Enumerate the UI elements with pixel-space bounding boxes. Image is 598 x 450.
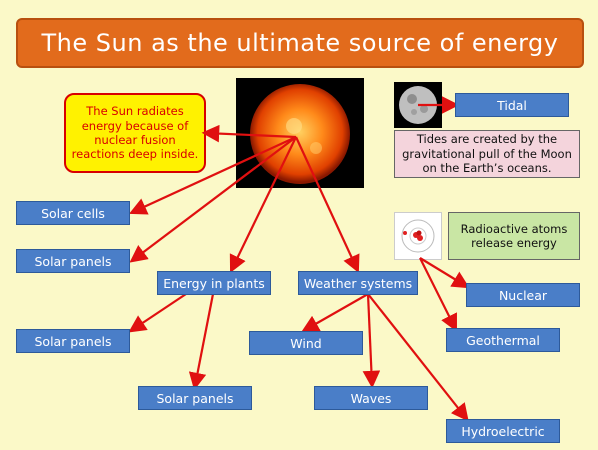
solar-panels-box: Solar panels: [16, 329, 130, 353]
radioactive-description: Radioactive atoms release energy: [448, 212, 580, 260]
weather-systems-box: Weather systems: [298, 271, 418, 295]
nuclear-box: Nuclear: [466, 283, 580, 307]
solar-panels-box: Solar panels: [138, 386, 252, 410]
tides-description: Tides are created by the gravitational p…: [394, 130, 580, 178]
energy-in-plants-box: Energy in plants: [157, 271, 271, 295]
fusion-callout: The Sun radiates energy because of nucle…: [64, 93, 206, 173]
solar-cells-box: Solar cells: [16, 201, 130, 225]
atom-image: [394, 212, 442, 260]
tidal-box: Tidal: [455, 93, 569, 117]
solar-panels-box: Solar panels: [16, 249, 130, 273]
geothermal-box: Geothermal: [446, 328, 560, 352]
hydroelectric-box: Hydroelectric: [446, 419, 560, 443]
waves-box: Waves: [314, 386, 428, 410]
wind-box: Wind: [249, 331, 363, 355]
sun-image: [236, 78, 364, 188]
page-title: The Sun as the ultimate source of energy: [16, 18, 584, 68]
